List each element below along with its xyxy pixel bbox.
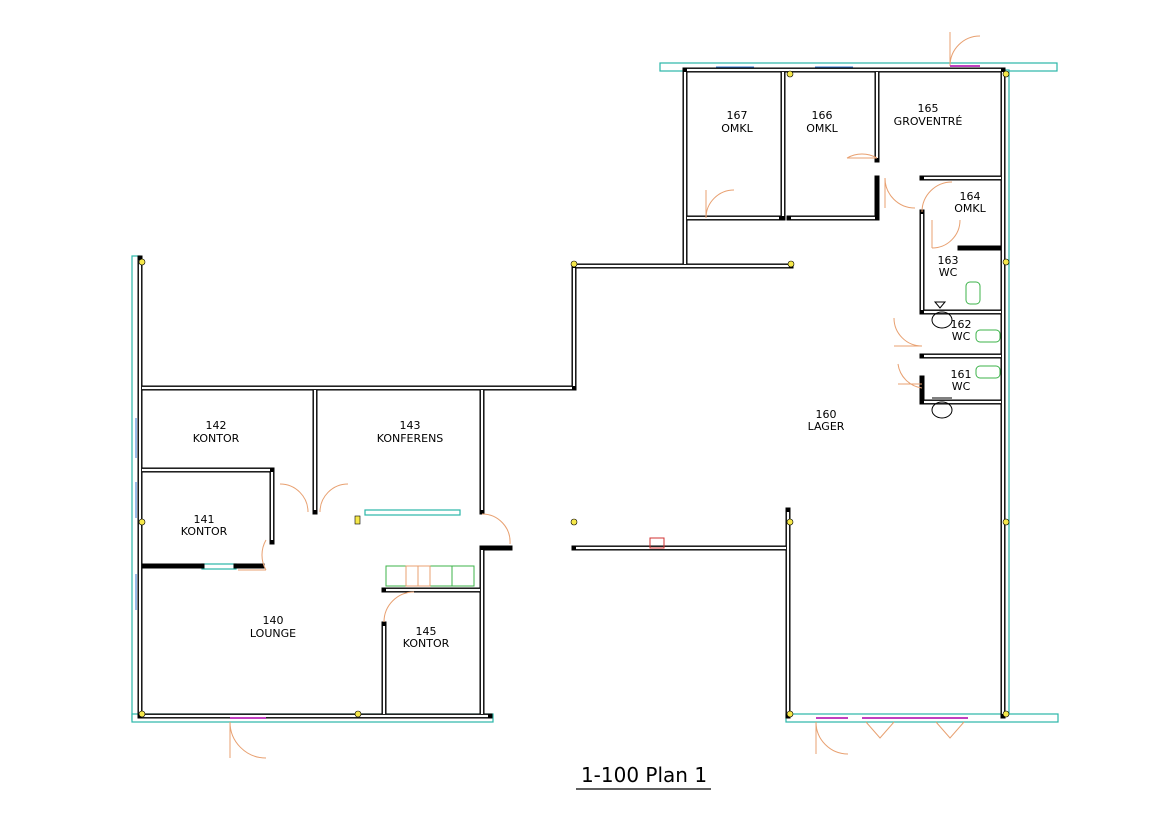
room-160-number: 160 [816, 408, 837, 421]
walls [137, 67, 1006, 719]
room-143-number: 143 [400, 419, 421, 432]
room-143-name: KONFERENS [377, 432, 444, 445]
room-145-name: KONTOR [403, 637, 450, 650]
room-141-number: 141 [194, 513, 215, 526]
room-163-name: WC [939, 266, 958, 279]
room-162-name: WC [952, 330, 971, 343]
drawing-title: 1-100 Plan 1 [581, 763, 707, 787]
room-163-number: 163 [938, 254, 959, 267]
room-140-name: LOUNGE [250, 627, 296, 640]
room-164-number: 164 [960, 190, 981, 203]
drawing-title-block: 1-100 Plan 1 [576, 763, 711, 790]
room-145-number: 145 [416, 625, 437, 638]
room-164-name: OMKL [954, 202, 986, 215]
room-160-name: LAGER [808, 420, 845, 433]
room-165-number: 165 [918, 102, 939, 115]
room-167-name: OMKL [721, 122, 753, 135]
room-142-number: 142 [206, 419, 227, 432]
room-141-name: KONTOR [181, 525, 228, 538]
room-162-number: 162 [951, 318, 972, 331]
fixtures [138, 70, 1010, 718]
room-167-number: 167 [727, 109, 748, 122]
doors [229, 32, 981, 759]
room-161-number: 161 [951, 368, 972, 381]
room-140-number: 140 [263, 614, 284, 627]
room-166-name: OMKL [806, 122, 838, 135]
room-labels: 167 OMKL 166 OMKL 165 GROVENTRÉ 164 OMKL… [181, 102, 987, 650]
room-142-name: KONTOR [193, 432, 240, 445]
room-165-name: GROVENTRÉ [894, 115, 963, 128]
room-166-number: 166 [812, 109, 833, 122]
room-161-name: WC [952, 380, 971, 393]
